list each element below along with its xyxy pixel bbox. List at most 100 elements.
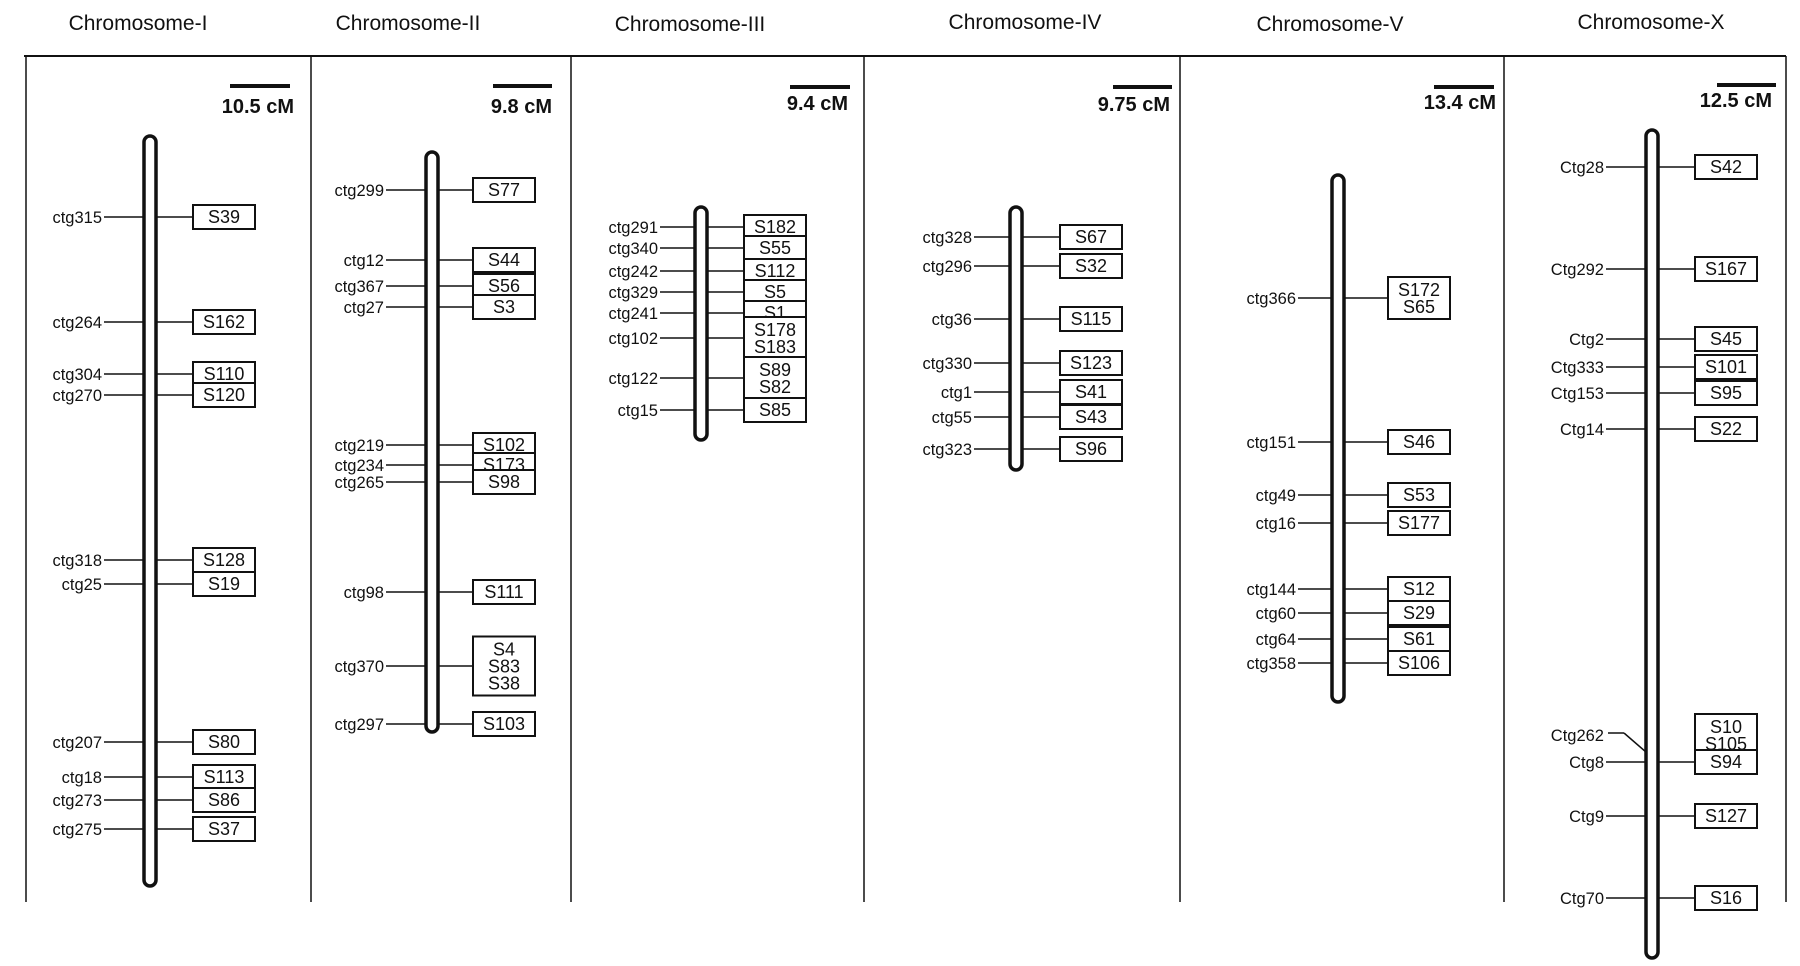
locus-box — [472, 469, 536, 495]
locus-box — [472, 711, 536, 737]
locus-label: S67 — [1075, 227, 1107, 247]
contig-label: Ctg9 — [1569, 808, 1604, 826]
locus-box — [743, 235, 807, 261]
locus-box — [1387, 276, 1451, 320]
locus-box — [1059, 436, 1123, 462]
locus-box — [1059, 350, 1123, 376]
contig-label: ctg242 — [608, 263, 658, 281]
locus-box — [1694, 354, 1758, 380]
locus-label: S85 — [759, 400, 791, 420]
contig-label: ctg16 — [1256, 515, 1296, 533]
locus-label: S102 — [483, 435, 525, 455]
contig-label: Ctg8 — [1569, 754, 1604, 772]
contig-label: Ctg2 — [1569, 331, 1604, 349]
locus-label: S94 — [1710, 752, 1742, 772]
locus-label: S56 — [488, 276, 520, 296]
contig-label: Ctg333 — [1551, 359, 1604, 377]
contig-label: ctg270 — [52, 387, 102, 405]
chromosome-title: Chromosome-II — [336, 12, 481, 35]
locus-label: S106 — [1398, 653, 1440, 673]
contig-label: ctg207 — [52, 734, 102, 752]
locus-label: S83 — [488, 657, 520, 677]
locus-box — [1387, 650, 1451, 676]
locus-box — [1694, 885, 1758, 911]
locus-box — [1387, 600, 1451, 626]
locus-label: S46 — [1403, 432, 1435, 452]
contig-label: ctg330 — [922, 355, 972, 373]
contig-label: Ctg70 — [1560, 890, 1604, 908]
contig-label: ctg265 — [334, 474, 384, 492]
locus-label: S10 — [1710, 717, 1742, 737]
chromosome-rod — [142, 134, 158, 888]
locus-label: S19 — [208, 574, 240, 594]
contig-label: ctg304 — [52, 366, 102, 384]
locus-box — [1694, 256, 1758, 282]
locus-label: S167 — [1705, 259, 1747, 279]
contig-label: ctg234 — [334, 457, 384, 475]
locus-box — [1694, 326, 1758, 352]
contig-label: ctg25 — [62, 576, 102, 594]
locus-box — [743, 356, 807, 400]
locus-label: S182 — [754, 217, 796, 237]
locus-box — [472, 579, 536, 605]
locus-box — [1694, 416, 1758, 442]
locus-label: S101 — [1705, 357, 1747, 377]
locus-label: S95 — [1710, 383, 1742, 403]
scale-bar-label: 12.5 cM — [1700, 90, 1772, 112]
locus-box — [192, 204, 256, 230]
contig-label: ctg315 — [52, 209, 102, 227]
locus-label: S39 — [208, 207, 240, 227]
locus-box — [192, 787, 256, 813]
locus-label: S42 — [1710, 157, 1742, 177]
scale-bar-label: 13.4 cM — [1424, 92, 1496, 114]
contig-label: ctg64 — [1256, 631, 1296, 649]
contig-label: ctg358 — [1246, 655, 1296, 673]
contig-label: ctg151 — [1246, 434, 1296, 452]
locus-label: S178 — [754, 320, 796, 340]
contig-label: ctg15 — [618, 402, 658, 420]
contig-label: Ctg14 — [1560, 421, 1604, 439]
contig-label: Ctg262 — [1551, 727, 1604, 745]
contig-label: ctg299 — [334, 182, 384, 200]
contig-label: ctg102 — [608, 330, 658, 348]
locus-label: S77 — [488, 180, 520, 200]
locus-label: S128 — [203, 550, 245, 570]
locus-label: S22 — [1710, 419, 1742, 439]
locus-box — [192, 816, 256, 842]
locus-box — [1694, 749, 1758, 775]
contig-label: ctg55 — [932, 409, 972, 427]
locus-box — [192, 764, 256, 790]
contig-label: ctg275 — [52, 821, 102, 839]
locus-box — [472, 294, 536, 320]
contig-label: Ctg28 — [1560, 159, 1604, 177]
locus-label: S183 — [754, 337, 796, 357]
locus-label: S4 — [493, 640, 515, 660]
locus-box — [1387, 510, 1451, 536]
locus-box — [1694, 803, 1758, 829]
locus-box — [743, 397, 807, 423]
contig-label: ctg144 — [1246, 581, 1296, 599]
locus-box — [743, 316, 807, 360]
scale-bar-label: 10.5 cM — [222, 96, 294, 118]
locus-box — [192, 729, 256, 755]
locus-label: S111 — [484, 582, 523, 602]
contig-label: ctg329 — [608, 284, 658, 302]
locus-box — [1694, 154, 1758, 180]
contig-label: Ctg292 — [1551, 261, 1604, 279]
locus-box — [472, 177, 536, 203]
contig-label: ctg60 — [1256, 605, 1296, 623]
chromosome-rod — [693, 205, 709, 442]
locus-box — [192, 382, 256, 408]
locus-label: S123 — [1070, 353, 1112, 373]
locus-box — [1387, 429, 1451, 455]
contig-label: ctg49 — [1256, 487, 1296, 505]
locus-label: S29 — [1403, 603, 1435, 623]
contig-label: ctg273 — [52, 792, 102, 810]
locus-label: S44 — [488, 250, 520, 270]
